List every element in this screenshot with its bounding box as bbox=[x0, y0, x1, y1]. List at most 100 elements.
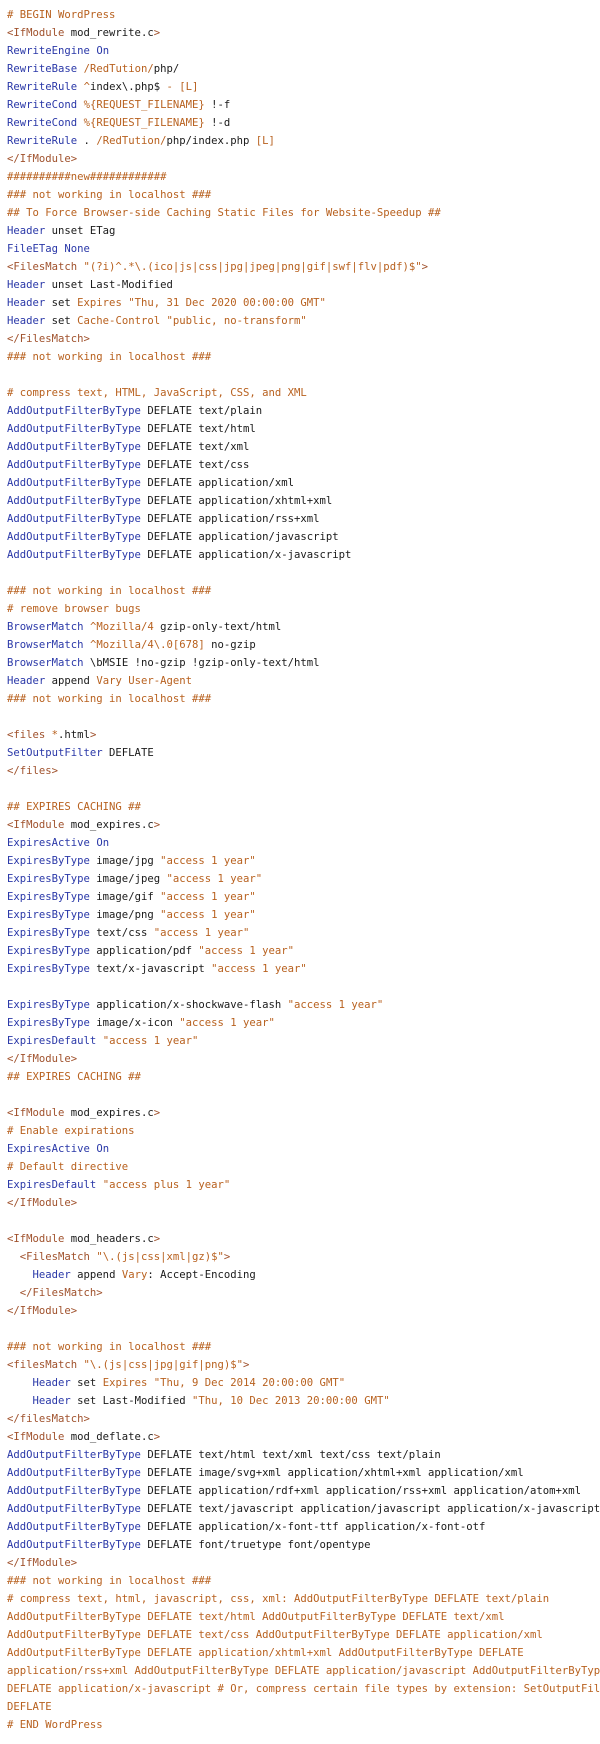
code-line: Header set Last-Modified "Thu, 10 Dec 20… bbox=[7, 1392, 600, 1410]
code-token: mod_expires.c bbox=[70, 819, 154, 831]
code-token: BrowserMatch bbox=[7, 621, 84, 633]
code-comment-line: ## EXPIRES CACHING ## bbox=[7, 798, 600, 816]
code-token: set Last-Modified bbox=[70, 1395, 192, 1407]
code-comment-line: ### not working in localhost ### bbox=[7, 582, 600, 600]
code-token: gzip-only-text/html bbox=[153, 621, 282, 633]
code-token: ExpiresByType bbox=[7, 999, 90, 1011]
code-token: "access plus 1 year" bbox=[102, 1179, 231, 1191]
code-token: text/css bbox=[89, 927, 154, 939]
code-token: On bbox=[96, 45, 110, 57]
code-token: AddOutputFilterByType bbox=[7, 531, 141, 543]
code-token: <FilesMatch bbox=[7, 261, 84, 273]
code-token: AddOutputFilterByType DEFLATE text/css A… bbox=[7, 1629, 543, 1641]
code-token: application/pdf bbox=[89, 945, 199, 957]
code-token bbox=[7, 1395, 33, 1407]
code-line: AddOutputFilterByType DEFLATE applicatio… bbox=[7, 492, 600, 510]
code-token: DEFLATE text/plain bbox=[140, 405, 263, 417]
code-token: !-f bbox=[204, 99, 231, 111]
code-token: AddOutputFilterByType bbox=[7, 1485, 141, 1497]
code-comment-line: # compress text, HTML, JavaScript, CSS, … bbox=[7, 384, 600, 402]
code-token: <FilesMatch bbox=[19, 1251, 97, 1263]
code-token: set bbox=[45, 315, 78, 327]
code-token: image/png bbox=[89, 909, 161, 921]
code-token: unset ETag bbox=[45, 225, 116, 237]
code-token: DEFLATE application/xml bbox=[140, 477, 295, 489]
code-token: AddOutputFilterByType bbox=[7, 1503, 141, 1515]
code-token: ExpiresByType bbox=[7, 891, 90, 903]
code-token: AddOutputFilterByType bbox=[7, 495, 141, 507]
code-line: ExpiresByType image/png "access 1 year" bbox=[7, 906, 600, 924]
code-token: RewriteEngine bbox=[7, 45, 90, 57]
code-token: </FilesMatch> bbox=[7, 333, 90, 345]
code-line: AddOutputFilterByType DEFLATE image/svg+… bbox=[7, 1464, 600, 1482]
code-line: <IfModule mod_expires.c> bbox=[7, 1104, 600, 1122]
code-token: DEFLATE text/css bbox=[140, 459, 250, 471]
code-token: set bbox=[70, 1377, 103, 1389]
code-line: RewriteBase /RedTution/php/ bbox=[7, 60, 600, 78]
code-line: RewriteCond %{REQUEST_FILENAME} !-d bbox=[7, 114, 600, 132]
code-token: Header bbox=[7, 225, 46, 237]
code-token: SetOutputFilter bbox=[7, 747, 103, 759]
code-token: "access 1 year" bbox=[160, 891, 256, 903]
code-token: "access 1 year" bbox=[287, 999, 384, 1011]
code-token: BrowserMatch bbox=[7, 639, 84, 651]
code-comment-line: ### not working in localhost ### bbox=[7, 348, 600, 366]
code-token: Vary bbox=[121, 1269, 148, 1281]
code-line: ExpiresDefault "access plus 1 year" bbox=[7, 1176, 600, 1194]
code-token: - [L] bbox=[166, 81, 199, 93]
code-token: # compress text, HTML, JavaScript, CSS, … bbox=[7, 387, 307, 399]
code-token: DEFLATE application/rdf+xml application/… bbox=[140, 1485, 582, 1497]
code-line: <files *.html> bbox=[7, 726, 600, 744]
code-token: DEFLATE image/svg+xml application/xhtml+… bbox=[140, 1467, 524, 1479]
code-token: > bbox=[223, 1251, 231, 1263]
code-line: </IfModule> bbox=[7, 1050, 600, 1068]
code-token bbox=[7, 1251, 20, 1263]
code-line: BrowserMatch \bMSIE !no-gzip !gzip-only-… bbox=[7, 654, 600, 672]
code-token: application/rss+xml AddOutputFilterByTyp… bbox=[7, 1665, 600, 1677]
code-token: \bMSIE !no-gzip !gzip-only-text/html bbox=[83, 657, 320, 669]
code-token: ExpiresActive bbox=[7, 837, 90, 849]
code-line: </IfModule> bbox=[7, 1194, 600, 1212]
code-token: > bbox=[421, 261, 428, 273]
code-comment-line: ### not working in localhost ### bbox=[7, 1572, 600, 1590]
code-line: AddOutputFilterByType DEFLATE applicatio… bbox=[7, 1518, 600, 1536]
code-token: ## To Force Browser-side Caching Static … bbox=[7, 207, 441, 219]
code-token: </IfModule> bbox=[7, 1053, 78, 1065]
code-line: <IfModule mod_deflate.c> bbox=[7, 1428, 600, 1446]
code-token: application/x-shockwave-flash bbox=[89, 999, 288, 1011]
code-token: AddOutputFilterByType DEFLATE applicatio… bbox=[7, 1647, 524, 1659]
code-token: "\.(js|css|jpg|gif|png)$" bbox=[83, 1359, 243, 1371]
code-line: Header append Vary: Accept-Encoding bbox=[7, 1266, 600, 1284]
code-line: ExpiresByType application/x-shockwave-fl… bbox=[7, 996, 600, 1014]
code-token: AddOutputFilterByType bbox=[7, 1539, 141, 1551]
code-comment-line: # Default directive bbox=[7, 1158, 600, 1176]
code-line: Header unset Last-Modified bbox=[7, 276, 600, 294]
code-line: ExpiresByType image/gif "access 1 year" bbox=[7, 888, 600, 906]
code-blank-line bbox=[7, 708, 600, 726]
code-token: On bbox=[96, 837, 110, 849]
code-token: ^ bbox=[83, 81, 90, 93]
code-token: /RedTution/ bbox=[83, 63, 154, 75]
code-token: ExpiresByType bbox=[7, 945, 90, 957]
code-token: AddOutputFilterByType bbox=[7, 549, 141, 561]
code-token: AddOutputFilterByType DEFLATE text/html … bbox=[7, 1611, 505, 1623]
code-token: ExpiresByType bbox=[7, 855, 90, 867]
code-token: </filesMatch> bbox=[7, 1413, 90, 1425]
code-token: RewriteRule bbox=[7, 135, 78, 147]
code-token: <IfModule bbox=[7, 27, 71, 39]
code-token: # BEGIN WordPress bbox=[7, 9, 116, 21]
code-line: Header unset ETag bbox=[7, 222, 600, 240]
code-token: Header bbox=[7, 279, 46, 291]
code-line: Header set Cache-Control "public, no-tra… bbox=[7, 312, 600, 330]
code-token: DEFLATE text/html bbox=[140, 423, 256, 435]
code-token: ExpiresByType bbox=[7, 963, 90, 975]
code-token: DEFLATE bbox=[102, 747, 154, 759]
code-line: AddOutputFilterByType DEFLATE text/xml bbox=[7, 438, 600, 456]
code-token: index\.php$ bbox=[89, 81, 167, 93]
code-token: !-d bbox=[204, 117, 231, 129]
code-token: Header bbox=[7, 675, 46, 687]
code-token: > bbox=[153, 819, 161, 831]
code-token: </IfModule> bbox=[7, 153, 78, 165]
code-token: RewriteCond bbox=[7, 99, 78, 111]
code-token: AddOutputFilterByType bbox=[7, 405, 141, 417]
